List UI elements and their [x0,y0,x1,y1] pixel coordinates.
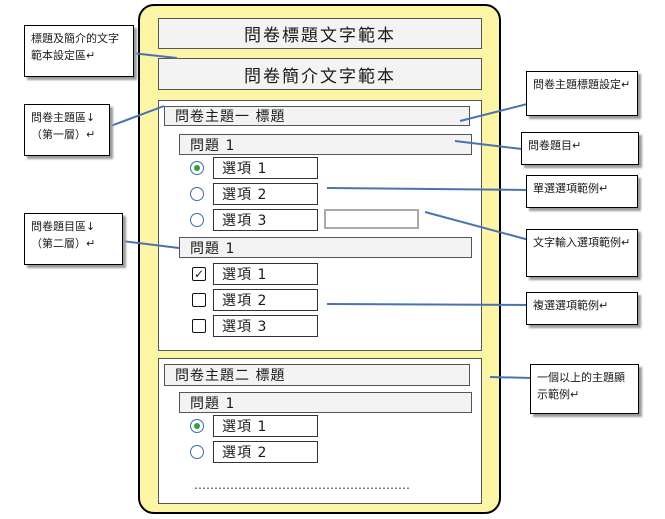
connector-multi-topic [489,376,533,379]
callout-text-input-example: 文字輸入選項範例↵ [526,229,638,277]
option-box-2: 選項 2 [213,183,318,205]
connector-text-input [424,211,530,241]
radio-option-4[interactable] [190,419,204,433]
checkbox-option-1[interactable]: ✓ [192,267,206,281]
callout-question: 問卷題目↵ [521,132,639,165]
text-input-option[interactable] [324,209,419,229]
radio-option-3[interactable] [190,213,204,227]
option-box-5: 選項 2 [213,441,318,463]
connector-topic-area [107,105,165,128]
radio-option-1[interactable] [190,161,204,175]
radio-option-5[interactable] [190,445,204,459]
question-2-label: 問題 1 [179,237,472,258]
survey-intro: 問卷簡介文字範本 [158,58,482,90]
topic-2-title: 問卷主題二 標題 [164,364,470,386]
connector-checkbox [326,303,534,306]
connector-question [454,140,523,150]
radio-option-2[interactable] [190,187,204,201]
more-content-ellipsis: ………………………………………………………………… [194,478,409,492]
callout-radio-example: 單選選項範例↵ [526,175,638,208]
option-box-4: 選項 1 [213,415,318,437]
checkbox-label-2: 選項 2 [213,289,318,311]
checkbox-label-3: 選項 3 [213,315,318,337]
option-box-3: 選項 3 [213,209,318,231]
callout-topic-title: 問卷主題標題設定↵ [526,71,638,116]
callout-topic-area: 問卷主題區↓（第一層）↵ [24,104,110,156]
callout-multi-topic: 一個以上的主題顯示範例↵ [530,364,639,414]
connector-radio [326,187,534,191]
question-3-label: 問題 1 [179,392,472,413]
topic-1-title: 問卷主題一 標題 [164,106,470,126]
option-box-1: 選項 1 [213,157,318,179]
survey-title: 問卷標題文字範本 [158,18,482,49]
callout-question-area: 問卷題目區↓（第二層）↵ [24,213,123,265]
callout-checkbox-example: 複選選項範例↵ [526,292,638,325]
checkbox-label-1: 選項 1 [213,263,318,285]
checkbox-option-3[interactable] [192,319,206,333]
connector-question-area [121,240,180,249]
question-1-label: 問題 1 [179,134,472,155]
callout-title-intro: 標題及簡介的文字範本設定區↵ [24,25,134,77]
checkbox-option-2[interactable] [192,293,206,307]
